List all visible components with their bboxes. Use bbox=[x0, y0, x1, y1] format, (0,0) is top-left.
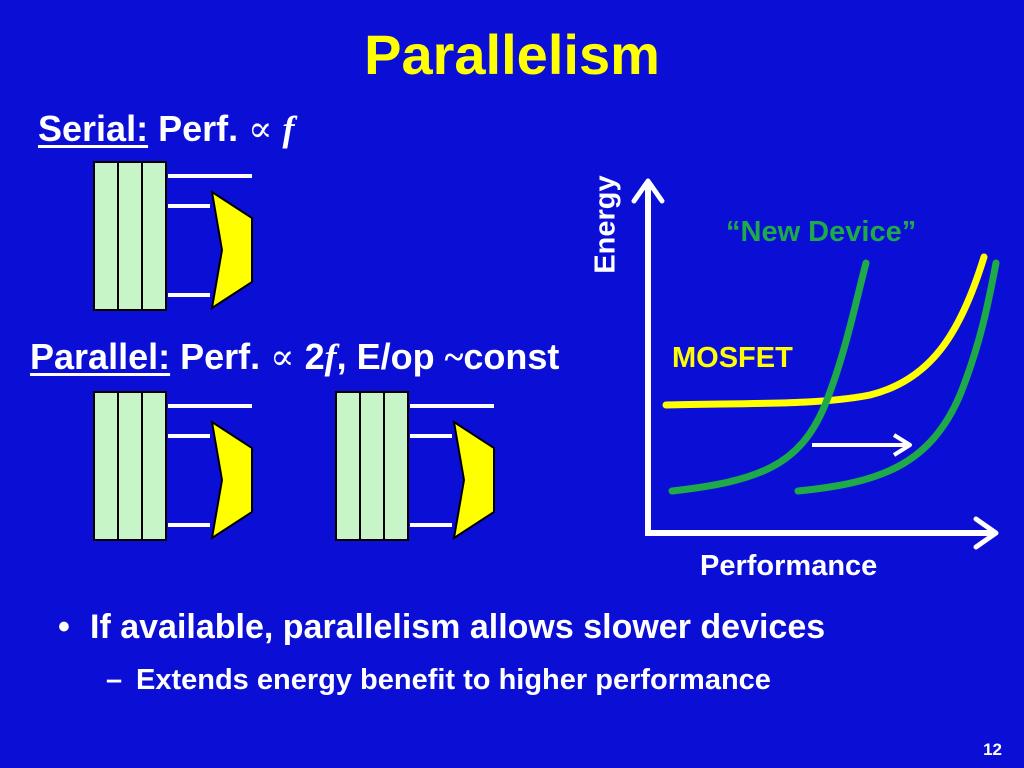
y-axis-arrowhead bbox=[631, 178, 665, 204]
register-stack bbox=[93, 391, 167, 541]
new-device-curve-2 bbox=[794, 259, 1000, 495]
register-stack bbox=[335, 391, 409, 541]
bullet-marker: • bbox=[58, 608, 70, 646]
frequency-symbol: f bbox=[282, 109, 295, 149]
shift-arrowhead bbox=[892, 433, 912, 457]
new-device-curve-1 bbox=[668, 259, 870, 495]
bullet-text: If available, parallelism allows slower … bbox=[90, 608, 826, 646]
proportional-symbol: ∝ bbox=[270, 337, 295, 378]
logic-block bbox=[210, 419, 253, 541]
sub-bullet-item: –Extends energy benefit to higher perfor… bbox=[106, 664, 771, 697]
const-text: const bbox=[463, 336, 560, 377]
slide-title: Parallelism bbox=[364, 23, 660, 86]
serial-label: Serial: Perf. ∝ f bbox=[38, 108, 295, 150]
x-axis-label: Performance bbox=[700, 550, 878, 582]
page-number: 12 bbox=[983, 740, 1002, 759]
energy-per-op-text: , E/op bbox=[336, 336, 445, 377]
logic-block bbox=[210, 189, 253, 311]
bullet-item: • If available, parallelism allows slower… bbox=[58, 608, 825, 647]
parallel-perf-text: Perf. bbox=[180, 336, 261, 377]
parallel-block-diagram-2 bbox=[335, 391, 495, 541]
mosfet-curve bbox=[662, 253, 988, 409]
new-device-label: “New Device” bbox=[726, 216, 917, 248]
proportional-symbol: ∝ bbox=[248, 109, 273, 150]
parallel-block-diagram-1 bbox=[93, 391, 253, 541]
x-axis-arrowhead bbox=[973, 516, 999, 550]
mosfet-label: MOSFET bbox=[672, 342, 793, 374]
serial-block-diagram bbox=[93, 161, 253, 311]
energy-performance-graph bbox=[631, 178, 1000, 550]
tilde-symbol: ~ bbox=[444, 337, 464, 377]
parallel-heading: Parallel: bbox=[30, 336, 171, 377]
serial-heading: Serial: bbox=[38, 108, 149, 149]
logic-block bbox=[452, 419, 495, 541]
sub-bullet-marker: – bbox=[106, 664, 123, 696]
parallel-label: Parallel: Perf. ∝ 2f, E/op ~const bbox=[30, 336, 559, 378]
register-stack bbox=[93, 161, 167, 311]
two-multiplier: 2 bbox=[304, 336, 325, 377]
frequency-symbol: f bbox=[324, 337, 337, 377]
y-axis-label: Energy bbox=[589, 175, 622, 274]
sub-bullet-text: Extends energy benefit to higher perform… bbox=[136, 664, 771, 696]
serial-perf-text: Perf. bbox=[158, 108, 239, 149]
